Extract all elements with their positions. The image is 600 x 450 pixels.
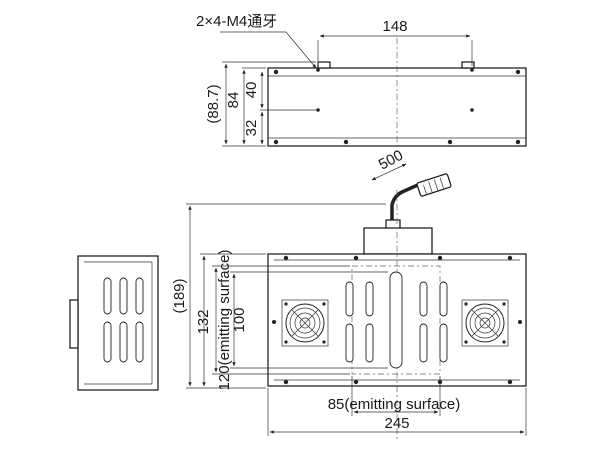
center-slot [389,271,403,369]
dim-148: 148 [382,18,407,35]
side-view [69,255,159,391]
dim-245: 245 [384,415,409,432]
dim-85-emitting: 85(emitting surface) [328,396,461,413]
thread-callout: 2×4-M4通牙 [196,13,277,30]
dim-500: 500 [376,147,406,174]
m4-hole-icon [316,68,320,72]
cable [390,182,421,224]
side-mount-tab [69,299,79,349]
top-mount-tab-left [317,61,331,69]
top-view-body [267,67,527,147]
m4-hole-icon [470,108,474,112]
dim-132: 132 [195,309,212,334]
driver-box [363,227,433,255]
dim-100: 100 [231,307,248,332]
dim-120-emitting: 120(emitting surface) [216,250,233,391]
top-view: 148 2×4-M4通牙 (88.7) 84 40 32 [196,13,527,152]
connector-icon [416,173,452,197]
m4-hole-icon [470,68,474,72]
dim-84: 84 [225,92,242,109]
dim-189: (189) [171,278,188,313]
fan-icon [281,299,329,347]
dim-88-7: (88.7) [205,84,222,123]
m4-hole-icon [316,108,320,112]
top-mount-tab-right [461,61,475,69]
fan-icon [461,299,509,347]
emitting-surface-outline [351,265,441,375]
dim-40: 40 [243,82,260,99]
side-view-body [77,255,159,391]
front-view: 500 [171,147,527,440]
dim-32: 32 [243,120,260,137]
